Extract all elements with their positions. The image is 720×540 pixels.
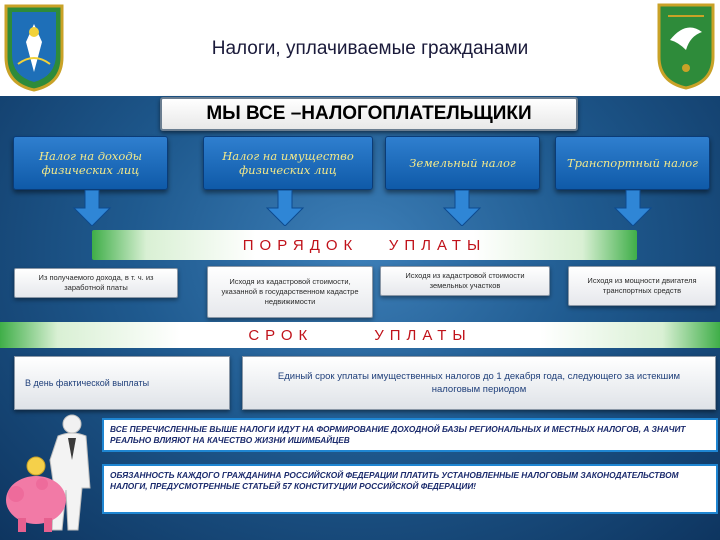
arrow-down-icon [265, 190, 305, 226]
tax-box-property: Налог на имущество физических лиц [203, 136, 373, 190]
header: Налоги, уплачиваемые гражданами [0, 0, 720, 96]
note-regional-budget: ВСЕ ПЕРЕЧИСЛЕННЫЕ ВЫШЕ НАЛОГИ ИДУТ НА ФО… [102, 418, 718, 452]
banner-title: МЫ ВСЕ –НАЛОГОПЛАТЕЛЬЩИКИ [160, 97, 578, 131]
businessman-piggy-bank-icon [6, 414, 91, 532]
term-right-text: Единый срок уплаты имущественных налогов… [277, 370, 681, 395]
term-title: СРОК УПЛАТЫ [0, 322, 720, 348]
coat-of-arms-right-icon [657, 3, 715, 90]
arrow-down-icon [442, 190, 482, 226]
term-left-text: В день фактической выплаты [25, 378, 150, 388]
note-constitution: ОБЯЗАННОСТЬ КАЖДОГО ГРАЖДАНИНА РОССИЙСКО… [102, 464, 718, 514]
tax-box-transport: Транспортный налог [555, 136, 710, 190]
page-title: Налоги, уплачиваемые гражданами [211, 38, 529, 59]
order-property: Исходя из кадастровой стоимости, указанн… [207, 266, 373, 318]
term-right-box: Единый срок уплаты имущественных налогов… [242, 356, 716, 410]
order-land: Исходя из кадастровой стоимости земельны… [380, 266, 550, 296]
term-left-box: В день фактической выплаты [14, 356, 230, 410]
arrow-down-icon [613, 190, 653, 226]
order-income: Из получаемого дохода, в т. ч. из зарабо… [14, 268, 178, 298]
tax-box-income: Налог на доходы физических лиц [13, 136, 168, 190]
tax-box-land: Земельный налог [385, 136, 540, 190]
arrow-down-icon [72, 190, 112, 226]
order-transport: Исходя из мощности двигателя транспортны… [568, 266, 716, 306]
order-title: ПОРЯДОК УПЛАТЫ [92, 230, 637, 260]
coat-of-arms-left-icon [4, 4, 64, 92]
